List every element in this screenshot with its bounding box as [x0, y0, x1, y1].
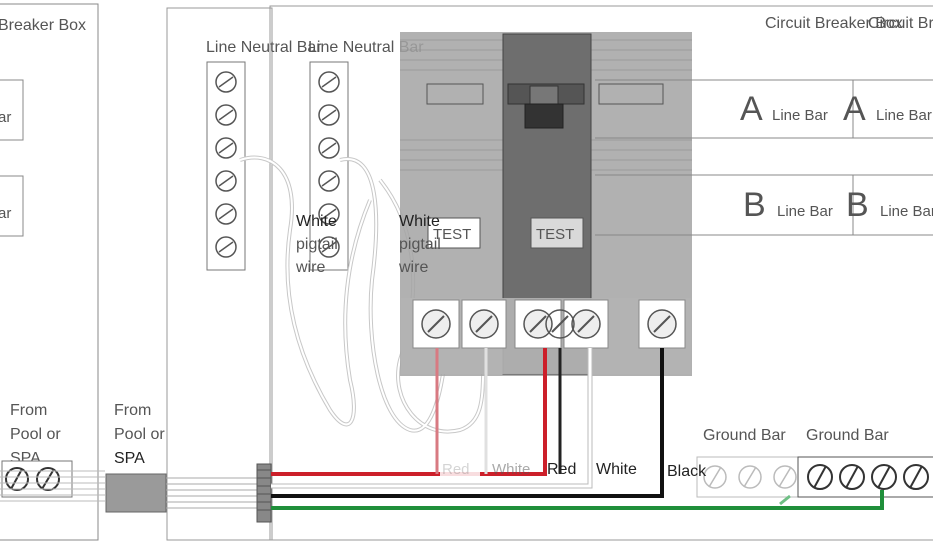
cable-clamp	[256, 463, 272, 523]
wire-labels: Red White Red White Black	[440, 458, 707, 480]
middle-from-line3: SPA	[114, 450, 145, 467]
right-breaker-box: Circuit Breaker Box Circuit Breaker Box …	[595, 15, 933, 498]
pigtail-1-line1: White	[296, 213, 337, 230]
a-letter-2: A	[843, 90, 866, 128]
pigtail-1-line2: pigtail	[296, 236, 338, 253]
neutral-bar-2	[309, 61, 349, 271]
test-label-right: TEST	[536, 226, 574, 243]
left-bar-label-2: ar	[0, 205, 11, 222]
wire-label-red-faint: Red	[442, 461, 470, 478]
right-box-title-2: Circuit Breaker Box	[868, 15, 933, 32]
a-letter-1: A	[740, 90, 763, 128]
ground-bar-label-1: Ground Bar	[703, 427, 786, 444]
b-line-bar-2: Line Bar	[880, 203, 933, 220]
wire-label-white: White	[596, 461, 637, 478]
ground-bar-label-2: Ground Bar	[806, 427, 889, 444]
line-neutral-bar-label-2: Line Neutral Bar	[308, 39, 424, 56]
middle-box: From Pool or SPA Line Neutral Bar Line N…	[105, 5, 933, 541]
left-terminal-block	[1, 460, 73, 498]
left-breaker-box: Breaker Box ar ar From Pool or SPA	[0, 3, 105, 541]
left-box-title: Breaker Box	[0, 17, 86, 34]
left-from-line2: Pool or	[10, 426, 61, 443]
pigtail-2-line2: pigtail	[399, 236, 441, 253]
test-label-left: TEST	[433, 226, 471, 243]
b-letter-1: B	[743, 186, 766, 224]
right-box-title-1: Circuit Breaker Box	[765, 15, 903, 32]
b-letter-2: B	[846, 186, 869, 224]
red-wire	[271, 348, 547, 476]
pigtail-2-line1: White	[399, 213, 440, 230]
neutral-bar-1	[206, 61, 246, 271]
a-line-bar-1: Line Bar	[772, 107, 828, 124]
black-wire	[271, 348, 664, 498]
circuit-wires	[271, 348, 884, 510]
green-wire	[271, 490, 884, 510]
white-wire	[271, 348, 592, 488]
pigtail-1-line3: wire	[295, 259, 325, 276]
wire-label-black: Black	[667, 463, 707, 480]
left-bar-label-1: ar	[0, 109, 11, 126]
left-from-line1: From	[10, 402, 47, 419]
cable-jacket	[105, 473, 167, 513]
pigtail-2-line3: wire	[398, 259, 428, 276]
breaker-terminals	[412, 299, 686, 349]
middle-from-line1: From	[114, 402, 151, 419]
ground-bar	[696, 456, 933, 498]
test-button-left[interactable]: TEST	[427, 217, 481, 249]
b-line-bar-1: Line Bar	[777, 203, 833, 220]
test-button-right[interactable]: TEST	[530, 217, 584, 249]
line-neutral-bar-label-1: Line Neutral Bar	[206, 39, 322, 56]
middle-from-line2: Pool or	[114, 426, 165, 443]
a-line-bar-2: Line Bar	[876, 107, 932, 124]
wire-label-red: Red	[547, 461, 576, 478]
wire-label-white-faint: White	[492, 461, 530, 478]
